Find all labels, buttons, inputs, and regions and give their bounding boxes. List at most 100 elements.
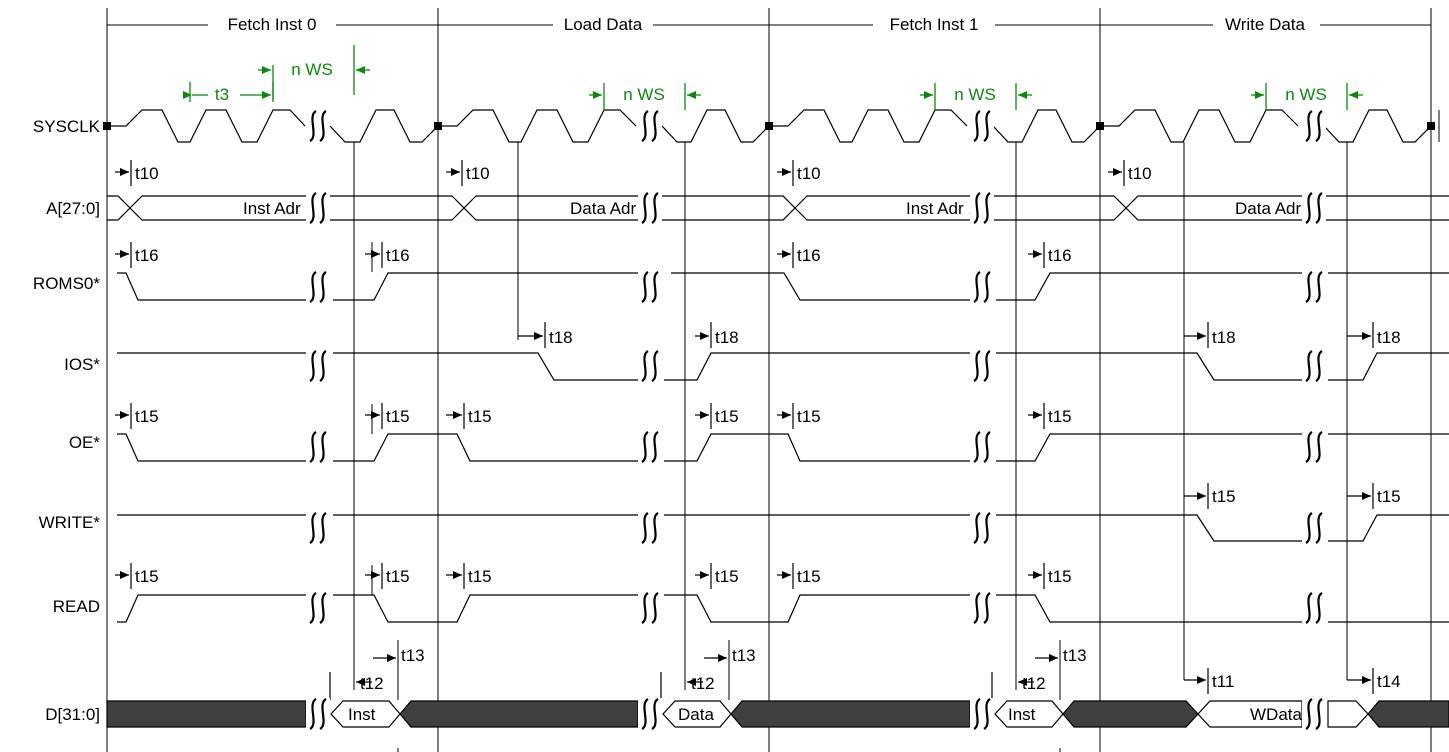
wait-break-1-2-0 — [641, 271, 649, 303]
wait-break-0-2-1 — [319, 271, 327, 303]
wait-break-1-0-0 — [641, 110, 649, 142]
wait-break-1-7-0 — [641, 698, 649, 730]
wait-break-0-0-1 — [319, 110, 327, 142]
wait-break-0-3-0 — [309, 350, 317, 382]
wait-break-2-0-1 — [983, 110, 991, 142]
wait-break-1-6-0 — [641, 592, 649, 624]
read-waveform — [117, 594, 1449, 623]
signal-label-data: D[31:0] — [45, 705, 100, 724]
wait-break-1-5-0 — [641, 512, 649, 544]
wait-break-2-1-1 — [983, 192, 991, 224]
wait-break-3-3-0 — [1305, 350, 1313, 382]
wait-break-0-4-1 — [319, 431, 327, 463]
wait-break-2-3-0 — [973, 350, 981, 382]
wait-states-label-0: n WS — [291, 60, 333, 79]
wait-break-1-0-1 — [651, 110, 659, 142]
oe-waveform — [117, 433, 1449, 462]
t12-label-1: t12 — [691, 674, 715, 693]
wait-break-3-3-1 — [1315, 350, 1323, 382]
wait-states-label-3: n WS — [1285, 85, 1327, 104]
signal-label-read: READ — [53, 597, 100, 616]
roms0-waveform — [117, 272, 1449, 301]
wait-break-3-2-1 — [1315, 271, 1323, 303]
signal-label-address: A[27:0] — [46, 199, 100, 218]
wait-break-2-4-0 — [973, 431, 981, 463]
wait-break-3-5-0 — [1305, 512, 1313, 544]
wait-break-3-4-0 — [1305, 431, 1313, 463]
phase-title-0: Fetch Inst 0 — [228, 15, 317, 34]
wait-break-1-2-1 — [651, 271, 659, 303]
data-label-0: Inst — [348, 705, 376, 724]
sysclk-waveform — [107, 109, 1432, 143]
t15-read-label-4: t15 — [797, 567, 821, 586]
wait-break-3-2-0 — [1305, 271, 1313, 303]
ios-waveform — [117, 352, 1449, 381]
t16-label-3: t16 — [1048, 246, 1072, 265]
address-label-0: Inst Adr 0 — [243, 199, 315, 218]
wait-break-1-3-0 — [641, 350, 649, 382]
t10-label-2: t10 — [797, 164, 821, 183]
wait-break-2-7-1 — [983, 698, 991, 730]
wait-break-3-5-1 — [1315, 512, 1323, 544]
wait-break-0-6-1 — [319, 592, 327, 624]
t15-write-label-0: t15 — [1212, 487, 1236, 506]
wait-break-3-7-1 — [1315, 698, 1323, 730]
wait-break-0-2-0 — [309, 271, 317, 303]
t18-label-1: t18 — [715, 328, 739, 347]
wait-break-2-6-0 — [973, 592, 981, 624]
t10-label-1: t10 — [466, 164, 490, 183]
t13-label-2: t13 — [1063, 646, 1087, 665]
wait-break-2-7-0 — [973, 698, 981, 730]
wait-break-1-7-1 — [651, 698, 659, 730]
t16-label-2: t16 — [797, 246, 821, 265]
t12-label-2: t12 — [1022, 674, 1046, 693]
signal-label-sysclk: SYSCLK — [33, 117, 101, 136]
t15-oe-label-1: t15 — [386, 407, 410, 426]
t14-label: t14 — [1377, 672, 1401, 691]
wait-break-1-6-1 — [651, 592, 659, 624]
phase-title-2: Fetch Inst 1 — [890, 15, 979, 34]
address-label-3: Data Adr 2 — [1235, 199, 1315, 218]
write-waveform — [117, 514, 1449, 542]
wait-break-3-1-1 — [1315, 192, 1323, 224]
wait-break-0-4-0 — [309, 431, 317, 463]
t18-label-3: t18 — [1377, 328, 1401, 347]
t13-label-1: t13 — [732, 646, 756, 665]
t18-label-2: t18 — [1212, 328, 1236, 347]
wait-break-2-2-1 — [983, 271, 991, 303]
wait-break-0-0-0 — [309, 110, 317, 142]
address-label-2: Inst Adr 1 — [906, 199, 978, 218]
t15-read-label-5: t15 — [1048, 567, 1072, 586]
wait-break-0-7-1 — [319, 698, 327, 730]
wait-break-0-1-0 — [309, 192, 317, 224]
t11-label: t11 — [1212, 672, 1234, 691]
phase-title-3: Write Data — [1225, 15, 1306, 34]
wait-break-2-1-0 — [973, 192, 981, 224]
t16-label-0: t16 — [135, 246, 159, 265]
wait-states-label-2: n WS — [954, 85, 996, 104]
wait-break-1-1-0 — [641, 192, 649, 224]
t10-label-0: t10 — [135, 164, 159, 183]
t15-oe-label-0: t15 — [135, 407, 159, 426]
t15-read-label-1: t15 — [386, 567, 410, 586]
data-label-3: WData — [1250, 705, 1303, 724]
wait-break-3-4-1 — [1315, 431, 1323, 463]
wait-break-0-3-1 — [319, 350, 327, 382]
wait-break-1-3-1 — [651, 350, 659, 382]
phase-title-1: Load Data — [564, 15, 643, 34]
t15-oe-label-5: t15 — [1048, 407, 1072, 426]
data-label-1: Data — [678, 705, 714, 724]
t13-label-0: t13 — [401, 646, 425, 665]
t18-label-0: t18 — [549, 328, 573, 347]
t16-label-1: t16 — [386, 246, 410, 265]
wait-break-0-5-0 — [309, 512, 317, 544]
wait-break-3-6-0 — [1305, 592, 1313, 624]
wait-break-3-7-0 — [1305, 698, 1313, 730]
t12-label-0: t12 — [360, 674, 384, 693]
t15-oe-label-2: t15 — [468, 407, 492, 426]
t10-label-3: t10 — [1128, 164, 1152, 183]
t15-read-label-0: t15 — [135, 567, 159, 586]
wait-break-3-0-0 — [1305, 110, 1313, 142]
wait-break-0-7-0 — [309, 698, 317, 730]
wait-states-label-1: n WS — [623, 85, 665, 104]
